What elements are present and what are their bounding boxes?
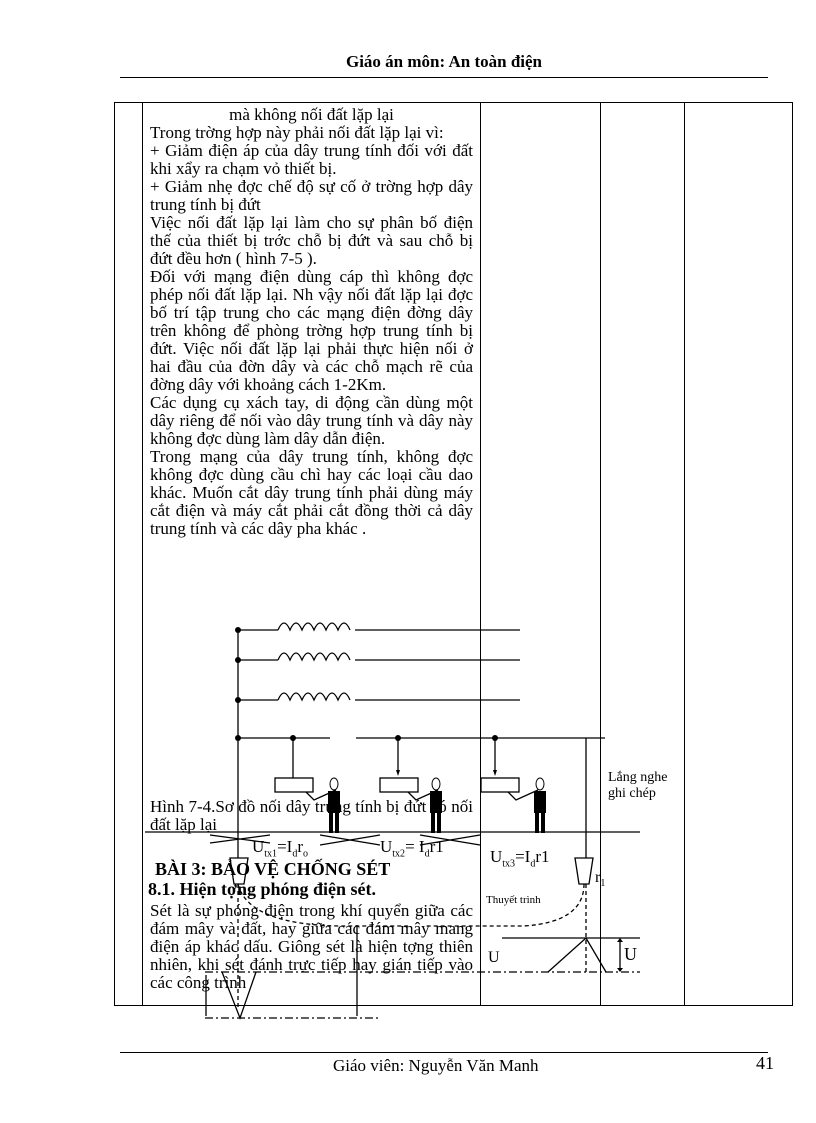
paragraph: Việc nối đất lặp lại làm cho sự phân bố … [150,213,473,268]
figure-caption: Hình 7-4.Sơ đồ nối dây trung tính bị đứt… [150,797,473,834]
u-mid-label: U [488,949,500,966]
paragraph: Các dụng cụ xách tay, di động cần dùng m… [150,393,473,448]
lesson-table [114,102,793,1006]
person-icon [534,777,546,833]
table-column-divider [480,102,481,1006]
subsection-title: 8.1. Hiện tợng phóng điện sét. [148,879,377,899]
utx2-label: Utx2= Idr1 [380,837,444,860]
table-column-divider [684,102,685,1006]
paragraph: mà không nối đất lặp lại [229,105,394,124]
paragraph: Đối với mạng điện dùng cáp thì không đợc… [150,267,473,394]
section-paragraph: Sét là sự phóng điện trong khí quyển giữ… [150,901,473,992]
header-rule [120,77,768,78]
utx1-label: Utx1=Idro [252,837,308,860]
footer-rule [120,1052,768,1053]
method-text: Thuyết trình [486,894,541,906]
paragraph: + Giảm nhẹ đợc chế độ sự cố ở trờng hợp … [150,177,473,214]
section-title: BÀI 3: BẢO VỆ CHỐNG SÉT [155,859,391,879]
table-column-divider [600,102,601,1006]
paragraph: Trong mạng của dây trung tính, không đợc… [150,447,473,538]
content-text: mà không nối đất lặp lại Trong trờng hợp… [150,106,473,538]
table-column-divider [142,102,143,1006]
utx3-label: Utx3=Idr1 [490,847,550,870]
page-header-title: Giáo án môn: An toàn điện [345,52,542,71]
paragraph: + Giảm điện áp của dây trung tính đối vớ… [150,141,473,178]
person-icon [430,777,442,833]
paragraph: Trong trờng hợp này phải nối đất lặp lại… [150,123,444,142]
student-activity-text: Lắng nghe ghi chép [608,770,668,801]
u-right-label: U [624,944,637,964]
footer-teacher: Giáo viên: Nguyễn Văn Manh [333,1056,539,1075]
person-icon [328,777,340,833]
r1-label: r1 [595,869,606,890]
page-number: 41 [756,1053,774,1073]
